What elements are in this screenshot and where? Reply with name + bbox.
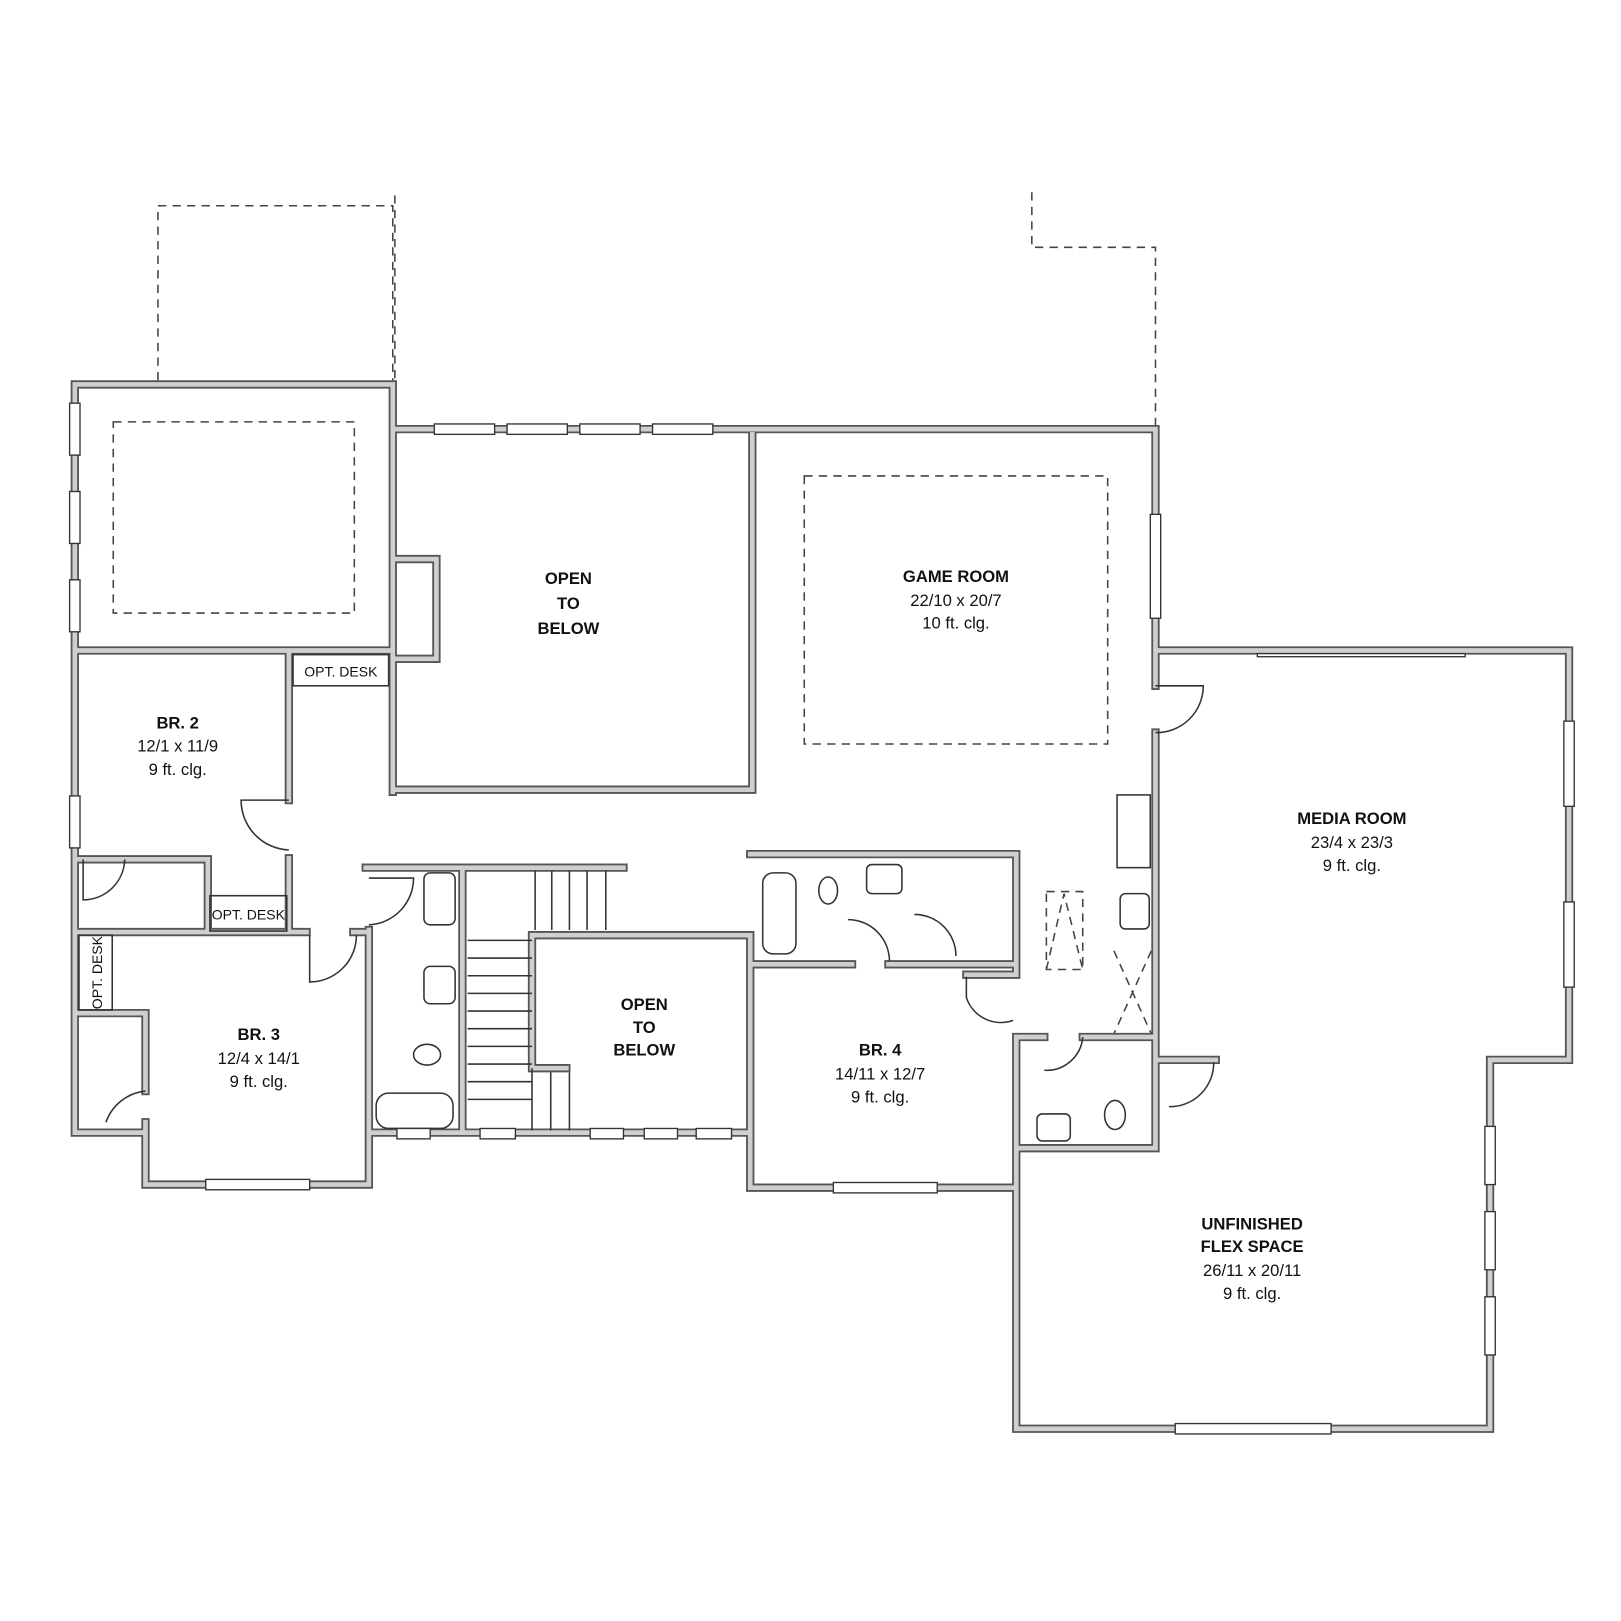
room-br4: BR. 4 14/11 x 12/7 9 ft. clg. (835, 1041, 925, 1107)
room-open-to-below-1: OPEN TO BELOW (537, 569, 599, 638)
room-ceiling: 9 ft. clg. (230, 1072, 288, 1091)
room-flex-space: UNFINISHED FLEX SPACE 26/11 x 20/11 9 ft… (1201, 1214, 1304, 1303)
room-ceiling: 9 ft. clg. (1223, 1284, 1281, 1303)
room-size: 23/4 x 23/3 (1311, 833, 1393, 852)
label: OPEN (621, 995, 668, 1014)
room-size: 26/11 x 20/11 (1203, 1261, 1301, 1280)
label: BELOW (537, 619, 599, 638)
room-ceiling: 9 ft. clg. (851, 1087, 909, 1106)
room-name: GAME ROOM (903, 567, 1009, 586)
room-name: UNFINISHED (1201, 1214, 1303, 1233)
room-game-room: GAME ROOM 22/10 x 20/7 10 ft. clg. (903, 567, 1009, 633)
room-open-to-below-2: OPEN TO BELOW (613, 995, 675, 1060)
label: OPEN (545, 569, 592, 588)
label: TO (557, 594, 580, 613)
room-size: 12/4 x 14/1 (218, 1049, 300, 1068)
opt-desk-label: OPT. DESK (89, 935, 105, 1009)
label: BELOW (613, 1041, 675, 1060)
fixtures (78, 653, 1215, 1142)
wall-core (72, 382, 1572, 1432)
room-media-room: MEDIA ROOM 23/4 x 23/3 9 ft. clg. (1297, 809, 1406, 875)
opt-desk-label: OPT. DESK (212, 907, 286, 923)
walls (70, 380, 1574, 1433)
room-size: 22/10 x 20/7 (910, 591, 1001, 610)
room-ceiling: 9 ft. clg. (1323, 856, 1381, 875)
room-name: BR. 3 (238, 1025, 280, 1044)
room-size: 14/11 x 12/7 (835, 1065, 925, 1084)
room-size: 12/1 x 11/9 (137, 736, 218, 755)
opt-desk-label: OPT. DESK (304, 663, 378, 679)
windows (68, 402, 1575, 1435)
room-ceiling: 10 ft. clg. (922, 614, 989, 633)
dashed-outlines (112, 192, 1157, 1035)
room-br2: BR. 2 12/1 x 11/9 9 ft. clg. (137, 713, 218, 779)
room-name: FLEX SPACE (1201, 1237, 1304, 1256)
room-name: MEDIA ROOM (1297, 809, 1406, 828)
room-ceiling: 9 ft. clg. (149, 760, 207, 779)
room-name: BR. 4 (859, 1041, 902, 1060)
stairs (467, 870, 607, 1131)
room-name: BR. 2 (156, 713, 198, 732)
room-br3: BR. 3 12/4 x 14/1 9 ft. clg. (218, 1025, 300, 1091)
label: TO (633, 1018, 656, 1037)
